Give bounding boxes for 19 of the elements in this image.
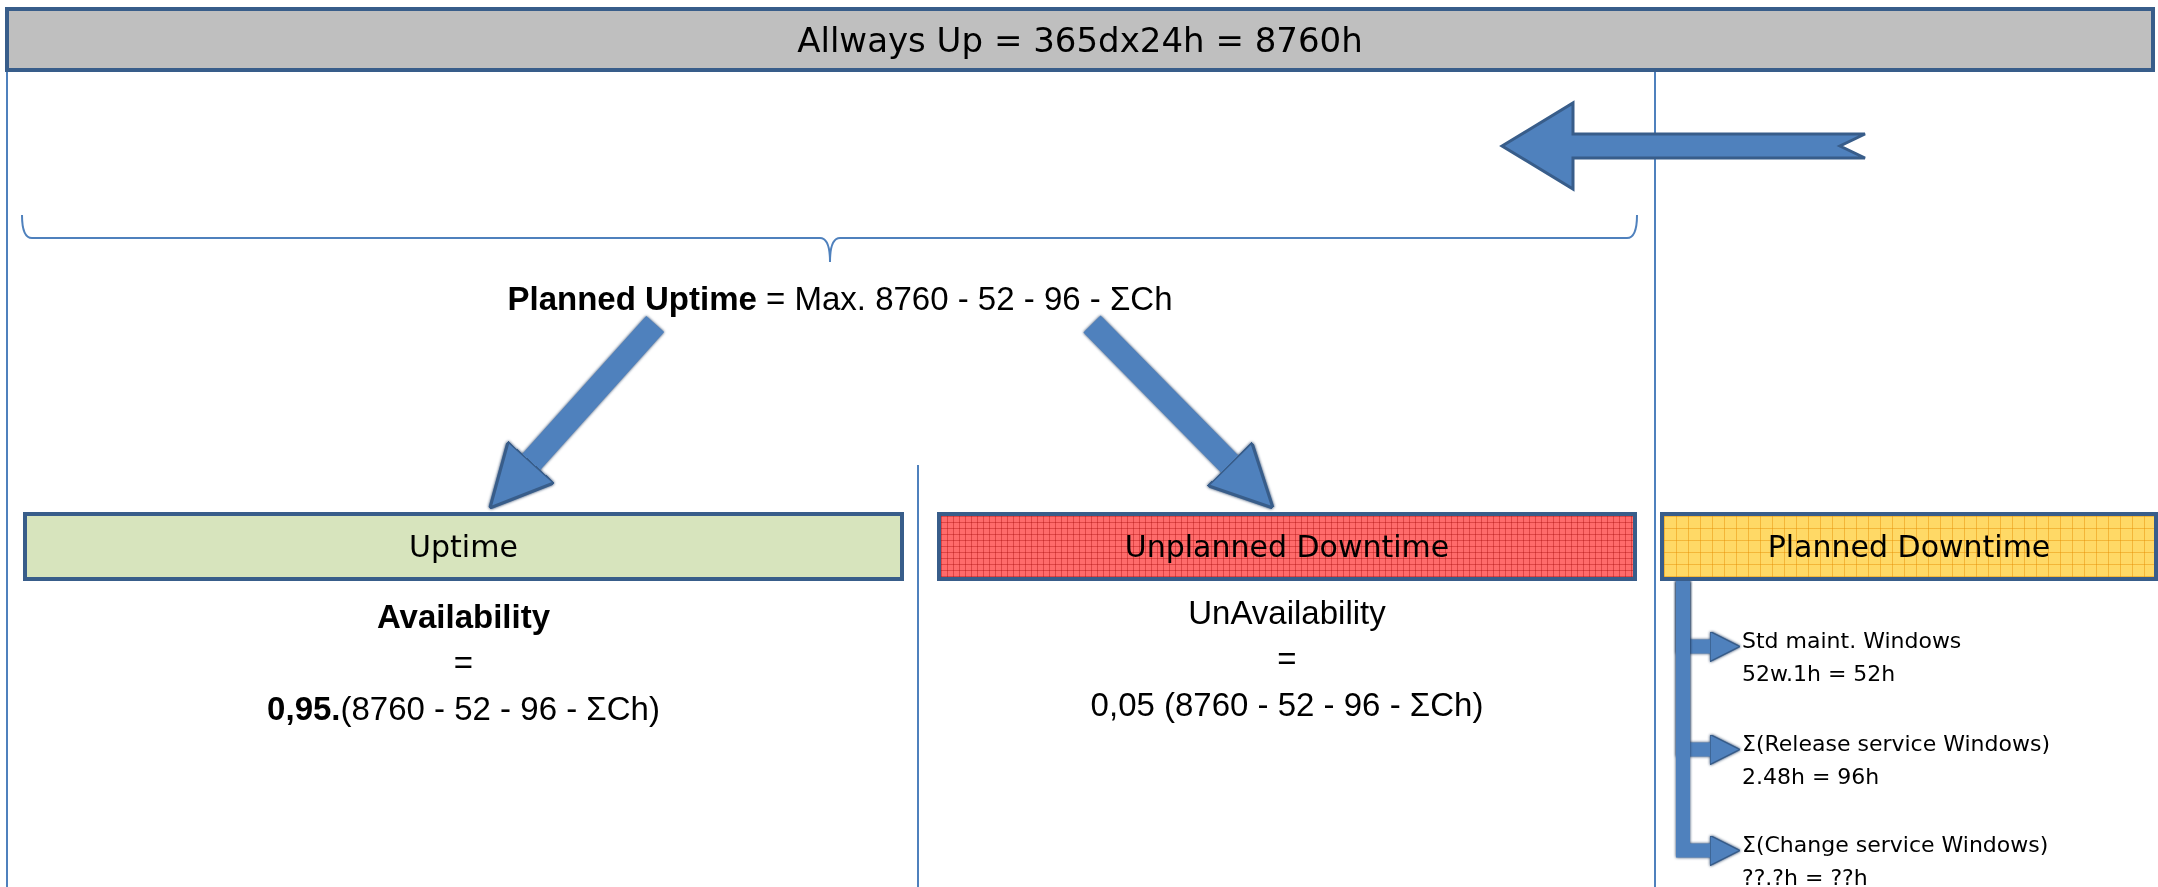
block-arrow <box>488 315 665 510</box>
unplanned-downtime-bar: Unplanned Downtime <box>937 512 1637 581</box>
formula-text: Availability <box>376 597 551 637</box>
planned-downtime-bar: Planned Downtime <box>1660 512 2158 581</box>
item-title: Std maint. Windows <box>1742 627 1962 655</box>
block-arrow <box>1083 315 1275 510</box>
formula-text: 0,95.(8760 - 52 - 96 - ΣCh) <box>266 689 661 729</box>
formula-text: 0,05 (8760 - 52 - 96 - ΣCh) <box>1089 685 1485 725</box>
formula-text: = <box>1276 639 1298 679</box>
formula-text: Planned Uptime = Max. 8760 - 52 - 96 - ΣCh <box>420 276 1260 322</box>
item-value: ??.?h = ??h <box>1742 864 1868 887</box>
header-bar: Allways Up = 365dx24h = 8760h <box>5 7 2155 72</box>
formula-text: = <box>452 643 475 683</box>
item-value: 2.48h = 96h <box>1742 763 1880 791</box>
uptime-bar: Uptime <box>23 512 904 581</box>
item-title: Σ(Release service Windows) <box>1742 730 2051 758</box>
formula-text: UnAvailability <box>1187 593 1387 633</box>
item-title: Σ(Change service Windows) <box>1742 831 2049 859</box>
item-value: 52w.1h = 52h <box>1742 660 1896 688</box>
